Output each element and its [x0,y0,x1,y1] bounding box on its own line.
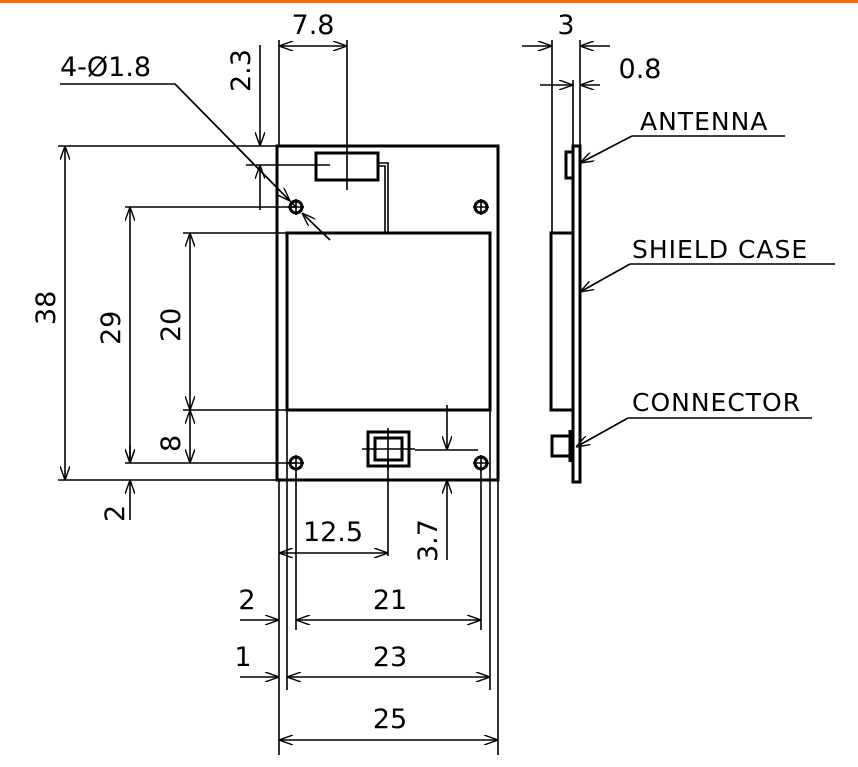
dim-antenna-offset: 2.3 [226,49,257,92]
side-extension-lines [551,40,581,233]
front-view: 7.8 2.3 4-Ø1.8 38 29 20 8 2 12.5 3.7 [31,10,500,755]
shield-case [285,231,492,412]
dim-board-height: 38 [31,291,62,325]
dim-shield-bottom-offset: 8 [156,435,187,452]
dim-board-width: 25 [373,704,407,735]
dim-connector-x: 12.5 [303,517,363,548]
dim-total-thickness: 3 [557,10,574,41]
label-antenna: ANTENNA [640,107,768,136]
dim-hole-inset: 2 [238,585,255,616]
label-connector: CONNECTOR [632,388,801,417]
side-connector [550,430,572,462]
dim-hole-pitch-horizontal: 21 [373,585,407,616]
dim-connector-y: 3.7 [413,519,444,562]
dim-board-thickness: 0.8 [619,54,662,85]
dim-hole-bottom-offset: 2 [100,505,131,522]
label-shield-case: SHIELD CASE [632,235,808,264]
antenna-trace [378,162,389,233]
dim-shield-inset: 1 [234,642,251,673]
side-view: 3 0.8 ANTENNA SHIELD CASE CONNECTOR [522,10,835,484]
dim-shield-width: 23 [373,642,407,673]
side-shield-case [549,231,575,412]
hole-note: 4-Ø1.8 [60,52,151,83]
dim-shield-height: 20 [156,308,187,342]
side-antenna [564,150,575,180]
accent-bar [0,0,858,3]
dim-hole-pitch-vertical: 29 [96,311,127,345]
dim-antenna-width: 7.8 [292,10,335,41]
